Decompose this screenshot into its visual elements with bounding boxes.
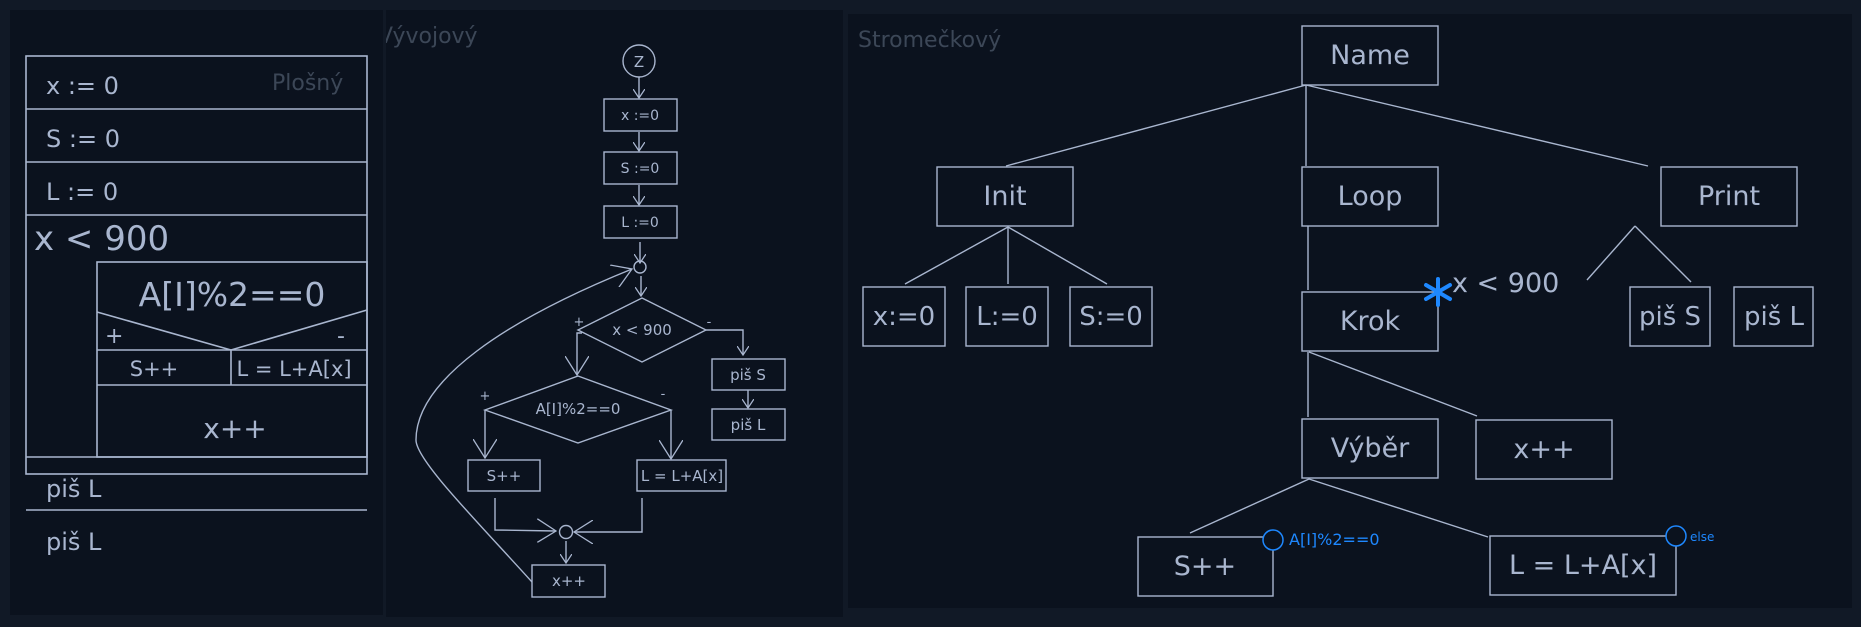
flowchart-false-box	[636, 459, 727, 492]
flowchart-output-label: piš L	[731, 416, 766, 434]
asterisk-loop-icon	[1424, 277, 1452, 307]
tree-branch-condition: A[I]%2==0	[1289, 530, 1380, 549]
tree-edge	[1634, 225, 1692, 283]
tree-node-init	[936, 166, 1074, 227]
tree-edge	[1308, 351, 1478, 417]
flowchart-false-label: L = L+A[x]	[641, 467, 723, 485]
tree-node-label: piš L	[1744, 302, 1805, 332]
nassi-diagram: Plošný x := 0 S := 0 L := 0 x < 900 A[I]…	[25, 55, 368, 556]
flowchart-loop-decision	[576, 297, 708, 363]
flowchart-merge-junction	[558, 524, 574, 540]
tree-condition-marker-icon	[1665, 525, 1687, 547]
nassi-if-diagonal-right	[230, 309, 368, 351]
tree-node-init-child	[862, 286, 946, 347]
tree-node-label: S++	[1174, 551, 1236, 582]
tree-node-vyber-child	[1489, 535, 1677, 596]
flowchart-if-minus: -	[661, 387, 666, 402]
tree-node-print-child	[1629, 286, 1711, 347]
flowchart-arrow	[494, 498, 556, 531]
flowchart-if-decision	[482, 375, 674, 444]
tree-node-loop	[1301, 166, 1439, 227]
tree-edge	[1005, 84, 1307, 167]
tree-node-label: piš S	[1639, 302, 1701, 332]
tree-node-init-child	[1069, 286, 1153, 347]
flowchart-init-label: x :=0	[621, 108, 659, 124]
nassi-after-row: piš L	[46, 475, 102, 503]
tree-node-vyber-child	[1137, 536, 1274, 597]
tree-title: Stromečkový	[858, 28, 1001, 53]
flowchart-loop-junction	[633, 260, 647, 274]
flowchart-arrow	[574, 498, 643, 532]
tree-node-label: S:=0	[1079, 302, 1143, 332]
flowchart-init-label: L :=0	[621, 215, 659, 231]
nassi-title: Plošný	[272, 71, 343, 96]
flowchart-init-box	[603, 98, 678, 132]
nassi-if-true-label: +	[105, 324, 123, 349]
nassi-row: L := 0	[46, 178, 118, 206]
flowchart-init-label: S :=0	[621, 161, 660, 177]
tree-node-label: x++	[1513, 434, 1574, 465]
flowchart-start-label: Z	[634, 53, 644, 71]
nassi-panel: Plošný x := 0 S := 0 L := 0 x < 900 A[I]…	[10, 10, 383, 615]
tree-edge	[1305, 84, 1649, 167]
tree-edge	[1007, 226, 1108, 285]
nassi-if-false-label: -	[337, 324, 345, 349]
flowchart-output-box	[711, 408, 786, 441]
tree-node-init-child	[965, 286, 1049, 347]
nassi-row: x := 0	[46, 72, 119, 100]
tree-node-label: Výběr	[1331, 433, 1410, 464]
tree-node-label: Init	[983, 181, 1026, 212]
tree-node-krok	[1301, 291, 1439, 352]
nassi-if-condition: A[I]%2==0	[139, 275, 326, 314]
flowchart-if-plus: +	[480, 389, 491, 404]
tree-branch-condition: else	[1690, 530, 1714, 544]
flowchart-if-condition: A[I]%2==0	[536, 400, 621, 418]
flowchart-loop-condition: x < 900	[612, 321, 672, 339]
tree-condition-marker-icon	[1262, 529, 1284, 551]
tree-node-root	[1301, 25, 1439, 86]
flowchart-init-box	[603, 205, 678, 239]
flowchart-output-label: piš S	[730, 366, 766, 384]
tree-node-label: Krok	[1340, 306, 1401, 337]
flowchart-init-box	[603, 151, 678, 185]
flowchart-panel: Vývojový	[386, 10, 843, 617]
flowchart-loop-minus: -	[707, 315, 712, 330]
tree-panel: Stromečkový	[848, 14, 1852, 608]
flowchart-arrow-minus	[706, 329, 743, 355]
nassi-loop-condition: x < 900	[34, 219, 169, 259]
flowchart-true-box	[467, 459, 541, 492]
tree-edge	[1586, 225, 1636, 281]
tree-node-label: Loop	[1338, 181, 1403, 212]
nassi-if-diagonal-left	[96, 311, 232, 351]
nassi-false-branch: L = L+A[x]	[236, 357, 351, 381]
tree-loop-condition: x < 900	[1452, 268, 1559, 299]
tree-node-increment	[1475, 419, 1613, 480]
flowchart-loop-back-arrow	[415, 269, 632, 583]
flowchart-title: Vývojový	[386, 24, 478, 49]
tree-edge	[1308, 478, 1489, 538]
nassi-true-branch: S++	[130, 357, 179, 381]
nassi-outer-frame	[25, 55, 368, 475]
nassi-after-row: piš L	[46, 528, 102, 556]
tree-node-label: L:=0	[976, 302, 1038, 332]
tree-edge	[1189, 478, 1310, 534]
tree-node-label: Print	[1698, 181, 1760, 212]
flowchart-loop-plus: +	[574, 315, 585, 330]
tree-root-label: Name	[1330, 40, 1410, 71]
tree-node-vyber	[1301, 418, 1439, 479]
tree-node-label: L = L+A[x]	[1509, 550, 1657, 581]
flowchart-true-label: S++	[487, 467, 522, 485]
tree-node-print	[1660, 166, 1798, 227]
tree-node-label: x:=0	[873, 302, 935, 332]
flowchart-arrow-plus	[577, 332, 582, 375]
tree-edge	[904, 226, 1009, 285]
flowchart-increment-label: x++	[552, 572, 586, 590]
tree-node-print-child	[1733, 286, 1814, 347]
flowchart-diagram: Vývojový	[386, 24, 786, 598]
nassi-row: S := 0	[46, 125, 120, 153]
tree-diagram: Stromečkový	[858, 25, 1814, 597]
nassi-loop-body-after: x++	[203, 412, 267, 445]
